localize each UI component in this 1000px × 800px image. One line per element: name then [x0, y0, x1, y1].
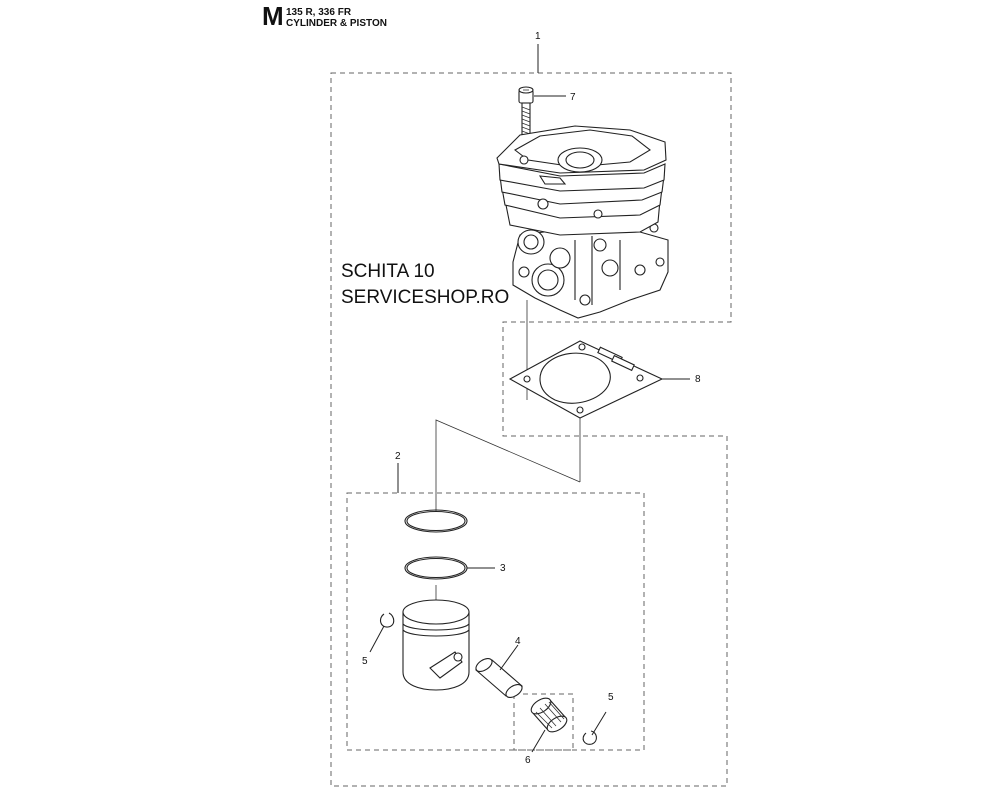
axis-line-connector [435, 419, 581, 512]
callout-3: 3 [500, 563, 506, 574]
group-outline-needle-bearing [513, 693, 574, 751]
callout-5-left: 5 [362, 656, 368, 667]
group-outline-cylinder-assembly [330, 72, 732, 787]
watermark-line-1: SCHITA 10 [341, 261, 435, 282]
callout-7: 7 [570, 92, 576, 103]
callout-4: 4 [515, 636, 521, 647]
callout-1: 1 [535, 31, 541, 42]
piston-ring-upper [404, 509, 468, 533]
piston-ring-lower [404, 556, 468, 580]
circlip-right [582, 730, 597, 745]
group-outline-piston-assembly [346, 492, 645, 751]
callout-2: 2 [395, 451, 401, 462]
diagram-title: CYLINDER & PISTON [286, 18, 387, 29]
callout-6: 6 [525, 755, 531, 766]
callout-5-right: 5 [608, 692, 614, 703]
section-letter: M [262, 1, 284, 31]
piston [402, 599, 470, 691]
cylinder [496, 125, 669, 319]
watermark-line-2: SERVICESHOP.RO [341, 287, 510, 308]
cylinder-gasket [508, 340, 664, 419]
needle-bearing [530, 697, 568, 733]
circlip-left [379, 612, 395, 628]
piston-pin [475, 657, 523, 699]
model-numbers: 135 R, 336 FR [286, 7, 352, 18]
callout-8: 8 [695, 374, 701, 385]
cylinder-screw [518, 86, 534, 138]
